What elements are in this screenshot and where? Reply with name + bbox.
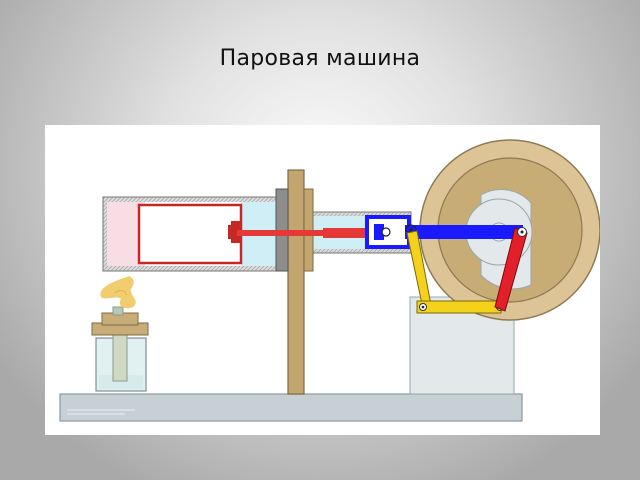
crosshead — [365, 215, 411, 249]
support-post — [275, 169, 314, 395]
steam-engine-diagram — [59, 139, 600, 422]
connecting-rod — [405, 224, 523, 239]
base-platform — [59, 393, 523, 422]
red-crank-arm — [494, 227, 528, 312]
flame-icon — [100, 276, 136, 309]
yellow-linkage — [406, 230, 504, 314]
piston — [137, 203, 243, 265]
slide-title: Паровая машина — [219, 46, 421, 71]
spirit-lamp-icon — [91, 306, 149, 392]
diagram-frame — [45, 125, 600, 435]
piston-rod — [237, 228, 381, 238]
